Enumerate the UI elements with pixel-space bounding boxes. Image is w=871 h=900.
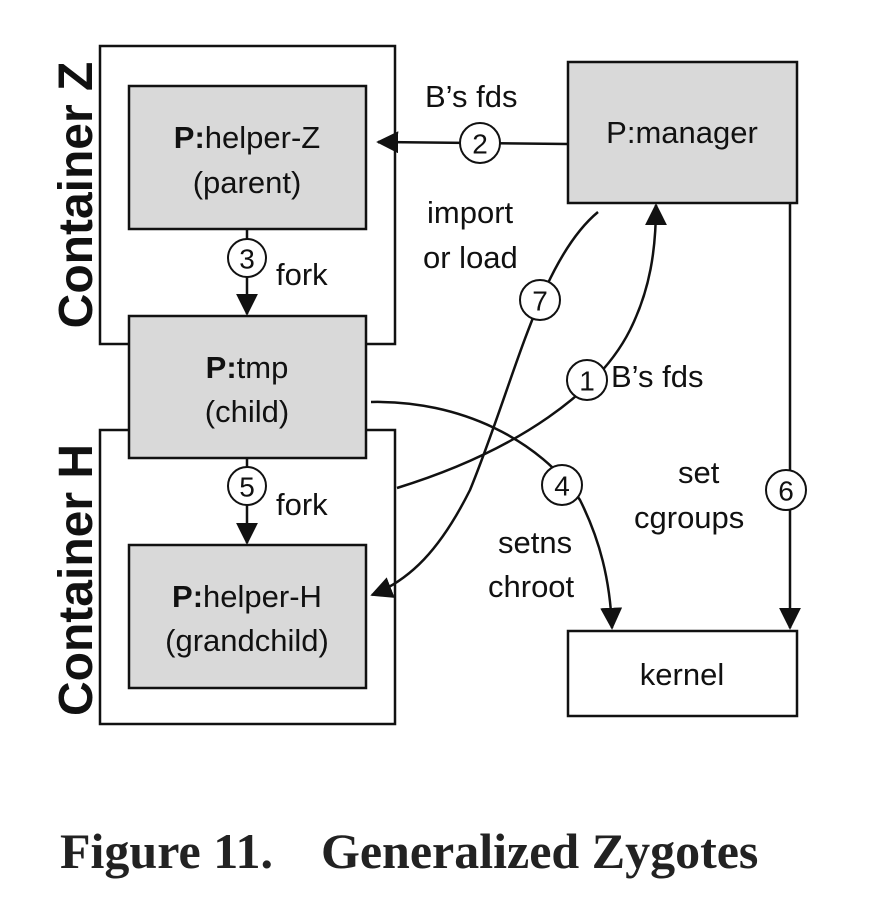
container-h-title: Container H	[50, 444, 103, 716]
helper-h-role: (grandchild)	[165, 623, 329, 658]
helper-h-name: P:helper-H	[172, 579, 322, 614]
step-3-marker: 3	[227, 238, 267, 278]
svg-text:4: 4	[554, 471, 570, 502]
manager-label: P:manager	[606, 115, 758, 150]
manager-box	[566, 60, 799, 205]
helper-z-role: (parent)	[193, 165, 302, 200]
tmp-role: (child)	[205, 394, 289, 429]
step-7-label-line2: or load	[423, 240, 518, 275]
svg-text:5: 5	[239, 472, 255, 503]
step-4-label-line2: chroot	[488, 569, 575, 604]
step-3-label: fork	[276, 257, 328, 292]
kernel-label: kernel	[640, 657, 724, 692]
svg-text:2: 2	[472, 129, 488, 160]
arrow-step-7	[370, 211, 599, 598]
step-7-label-line1: import	[427, 195, 514, 230]
step-4-label-line1: setns	[498, 525, 572, 560]
step-2-label: B’s fds	[425, 79, 517, 114]
figure-title: Generalized Zygotes	[320, 823, 759, 879]
step-7-marker: 7	[519, 279, 561, 321]
step-4-marker: 4	[541, 464, 583, 506]
svg-text:7: 7	[532, 286, 548, 317]
figure-number: Figure 11.	[60, 823, 273, 879]
step-5-label: fork	[276, 487, 328, 522]
helper-z-name: P:helper-Z	[174, 120, 320, 155]
step-1-label: B’s fds	[611, 359, 703, 394]
step-1-marker: 1	[566, 359, 608, 401]
step-5-marker: 5	[227, 466, 267, 506]
figure-caption: Figure 11. Generalized Zygotes	[0, 822, 871, 880]
tmp-box	[127, 314, 368, 460]
container-z-title: Container Z	[50, 62, 103, 329]
step-6-label-line2: cgroups	[634, 500, 744, 535]
helper-z-box	[127, 84, 368, 231]
kernel-box	[566, 629, 799, 718]
svg-text:3: 3	[239, 244, 255, 275]
step-6-marker: 6	[765, 469, 807, 511]
step-6-label-line1: set	[678, 455, 720, 490]
helper-h-box	[127, 543, 368, 690]
svg-text:6: 6	[778, 476, 794, 507]
step-2-marker: 2	[459, 122, 501, 164]
tmp-name: P:tmp	[206, 350, 289, 385]
zygote-diagram: Container Z Container H P:helper-Z (pare…	[50, 44, 807, 726]
svg-text:1: 1	[579, 366, 595, 397]
